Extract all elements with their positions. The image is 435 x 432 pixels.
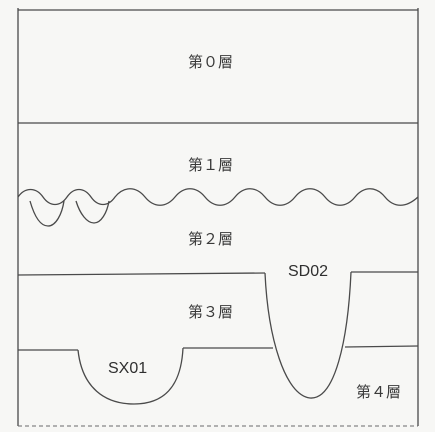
sd02-ditch (264, 271, 352, 399)
layer-3-label: 第３層 (188, 303, 233, 321)
boundary-layer-3-4-right (344, 345, 419, 348)
boundary-layer-2-3 (17, 272, 266, 276)
sx01-pit (77, 347, 184, 405)
layer-0-label: 第０層 (188, 53, 233, 71)
boundary-layer-1-2 (17, 188, 419, 206)
layer-2-label: 第２層 (188, 230, 233, 248)
feature-sx01-label: SX01 (108, 360, 147, 377)
pit-2 (75, 200, 110, 224)
layer-4-label: 第４層 (356, 383, 401, 401)
feature-sd02-label: SD02 (288, 263, 328, 280)
pit-1 (29, 200, 65, 227)
layer-1-label: 第１層 (188, 156, 233, 174)
